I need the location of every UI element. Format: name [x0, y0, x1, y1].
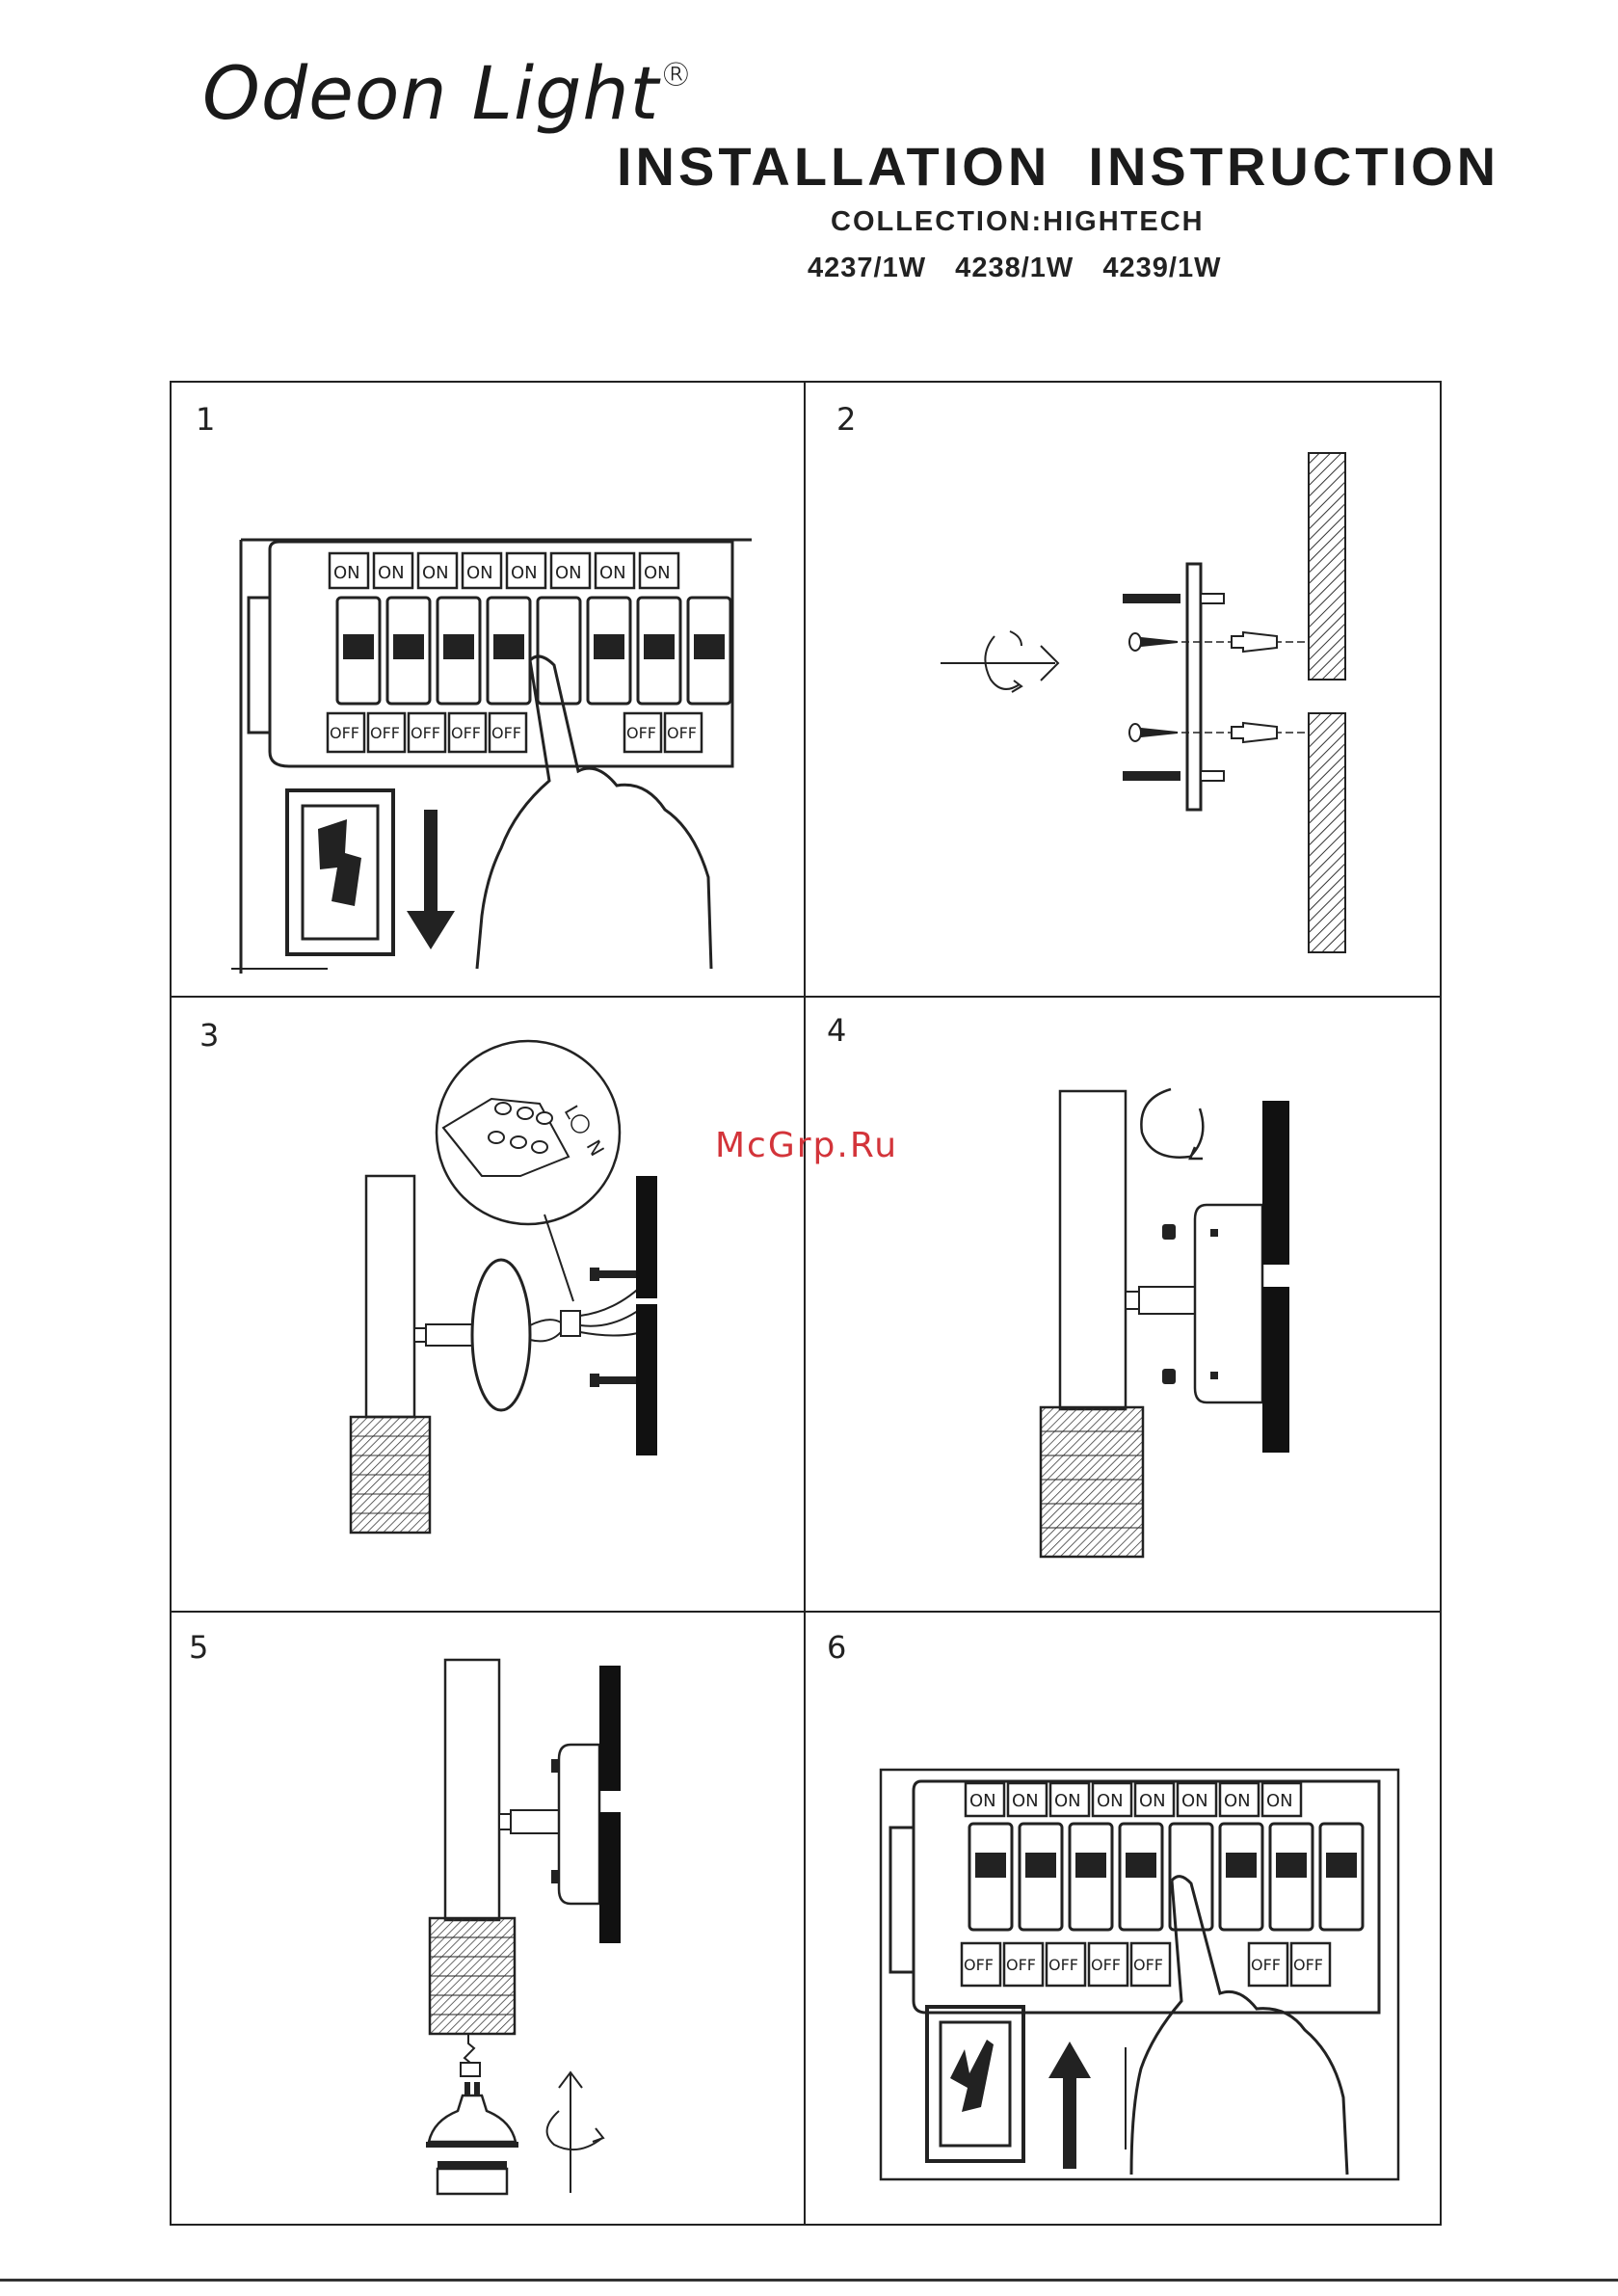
on-label: ON: [422, 563, 449, 583]
off-label: OFF: [1006, 1956, 1036, 1974]
on-label: ON: [1054, 1791, 1081, 1811]
off-label: OFF: [1251, 1956, 1281, 1974]
screws: [1129, 633, 1178, 741]
on-label: ON: [511, 563, 538, 583]
off-label: OFF: [1048, 1956, 1078, 1974]
terminal-block-icon: L N: [437, 1041, 620, 1224]
off-label: OFF: [370, 724, 400, 742]
footer-rule: [0, 2279, 1618, 2282]
step-number-4: 4: [827, 1012, 846, 1049]
off-label: OFF: [1133, 1956, 1163, 1974]
off-label: OFF: [491, 724, 521, 742]
brand-logo: Odeon Light®: [202, 50, 693, 136]
step6-breaker-illustration: ON ON ON ON ON ON ON ON OFF OFF OFF OFF …: [873, 1760, 1403, 2184]
wall-anchors: [1232, 632, 1277, 742]
document-title: INSTALLATION INSTRUCTION: [617, 135, 1446, 198]
off-label: OFF: [411, 724, 440, 742]
grid-divider-vertical: [804, 381, 806, 2226]
on-label: ON: [333, 563, 360, 583]
off-label: OFF: [1091, 1956, 1121, 1974]
step5-bulb-illustration: [414, 1648, 703, 2198]
wall-section: [636, 1176, 657, 1455]
step2-mounting-illustration: [925, 443, 1368, 964]
off-label: OFF: [1293, 1956, 1323, 1974]
on-label: ON: [1012, 1791, 1039, 1811]
off-label: OFF: [451, 724, 481, 742]
on-label: ON: [644, 563, 671, 583]
plate-bolts: [1123, 594, 1224, 781]
brand-name: Odeon Light: [202, 50, 659, 136]
wall-canopy: [472, 1260, 530, 1410]
on-label: ON: [1181, 1791, 1208, 1811]
wall-canopy: [1195, 1205, 1262, 1402]
switch-on-icon: [927, 2007, 1023, 2161]
on-label: ON: [1097, 1791, 1124, 1811]
off-label: OFF: [667, 724, 697, 742]
on-label: ON: [1266, 1791, 1293, 1811]
on-label: ON: [599, 563, 626, 583]
on-label: ON: [555, 563, 582, 583]
up-arrow-icon: [1048, 2042, 1091, 2169]
wall-canopy: [559, 1745, 599, 1904]
grid-divider-row2: [170, 1611, 1442, 1613]
wall-upper: [1309, 453, 1345, 680]
step3-wiring-illustration: L N: [337, 1022, 723, 1542]
step4-fixing-illustration: [1021, 1080, 1311, 1562]
wall-section: [599, 1666, 621, 1791]
off-label: OFF: [330, 724, 359, 742]
step-number-3: 3: [199, 1017, 219, 1054]
wall-lower: [1309, 713, 1345, 952]
on-label: ON: [969, 1791, 996, 1811]
off-label: OFF: [964, 1956, 994, 1974]
lamp-tube: [366, 1176, 414, 1417]
drill-rotate-icon: [941, 631, 1058, 692]
mounting-plate: [1187, 564, 1201, 810]
lamp-tube: [1060, 1091, 1126, 1409]
on-label: ON: [378, 563, 405, 583]
step-number-6: 6: [827, 1629, 846, 1666]
model-numbers: 4237/1W 4238/1W 4239/1W: [808, 253, 1221, 284]
on-label: ON: [1139, 1791, 1166, 1811]
lamp-head: [1041, 1407, 1143, 1557]
step-number-2: 2: [836, 401, 856, 438]
bulb-rotate-icon: [426, 2072, 603, 2194]
wall-section: [1262, 1101, 1289, 1265]
off-label: OFF: [626, 724, 656, 742]
collection-label: COLLECTION:HIGHTECH: [831, 206, 1205, 238]
step-number-5: 5: [189, 1629, 208, 1666]
step-number-1: 1: [196, 401, 215, 438]
on-label: ON: [1224, 1791, 1251, 1811]
step1-breaker-illustration: ON ON ON ON ON ON ON ON OFF OFF OFF OFF …: [231, 521, 771, 974]
switch-off-icon: [287, 790, 393, 954]
down-arrow-icon: [407, 810, 455, 949]
on-label: ON: [466, 563, 493, 583]
registered-mark: ®: [659, 56, 693, 94]
grid-divider-row1: [170, 996, 1442, 998]
lamp-tube: [445, 1660, 499, 1920]
rotate-screw-icon: [1141, 1089, 1203, 1159]
watermark: McGrp.Ru: [715, 1126, 898, 1165]
